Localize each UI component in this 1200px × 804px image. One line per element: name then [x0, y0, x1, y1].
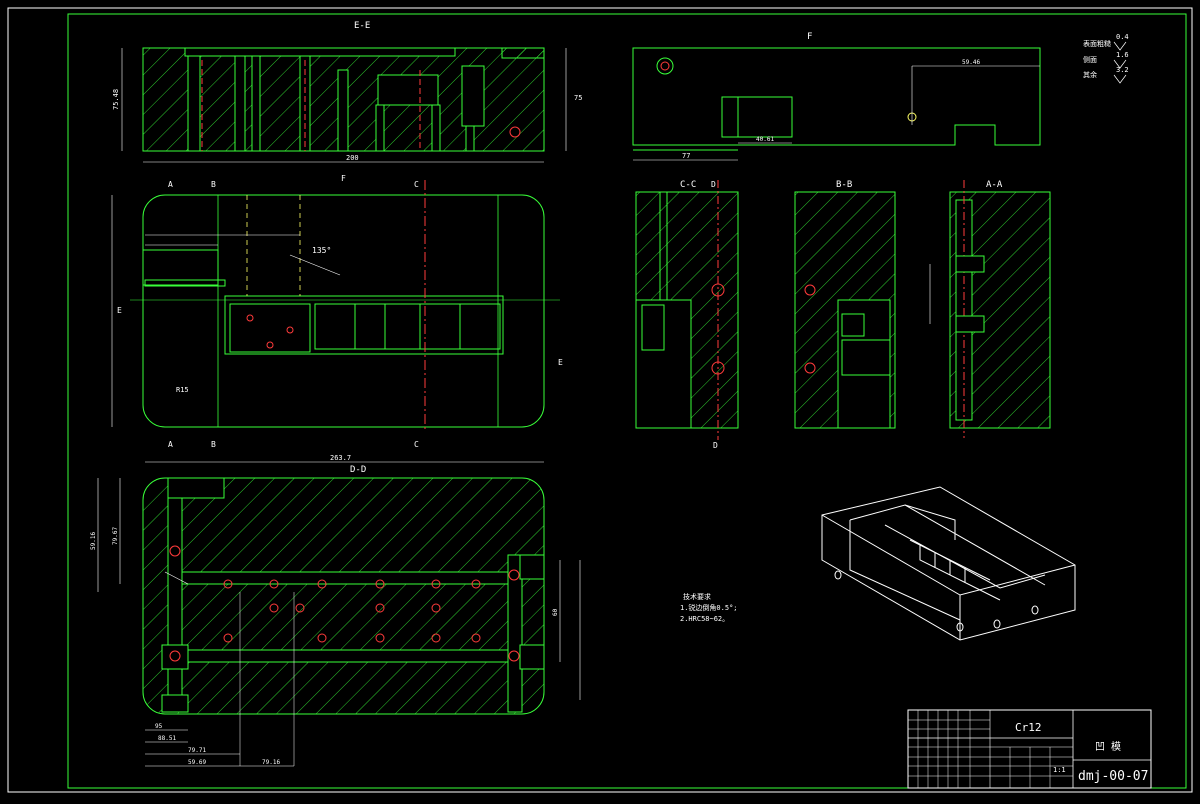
- section-dd-label: D-D: [350, 465, 366, 475]
- dim-f-b: 59.46: [962, 59, 980, 66]
- sheet-outer-border: [7, 7, 1193, 793]
- dim-dd-top: 263.7: [330, 454, 351, 462]
- title-scale: 1:1: [1053, 766, 1066, 774]
- section-ee-label: E-E: [354, 21, 370, 31]
- cut-letter-e-right: E: [558, 358, 563, 367]
- cut-letter-a-top: A: [168, 180, 173, 189]
- dim-dd-right-2: 60: [552, 608, 559, 616]
- dim-f-width: 77: [682, 152, 690, 160]
- dim-ee-right: 75: [574, 94, 582, 102]
- roughness-legend: 表面粗糙 0.4 侧面 1.6 其余 3.2: [1083, 33, 1129, 84]
- dim-dd-left-1: 59.16: [90, 532, 97, 550]
- title-drawing-number: dmj-00-07: [1078, 769, 1148, 784]
- cut-letter-a-bottom: A: [168, 440, 173, 449]
- notes-line-1: 1.锐边倒角0.5°;: [680, 603, 738, 612]
- dim-radius: R15: [176, 386, 189, 394]
- roughness-value-1: 0.4: [1116, 33, 1129, 41]
- dim-dd-bottom-3: 59.69: [188, 759, 206, 766]
- notes-line-2: 2.HRC58~62。: [680, 615, 729, 623]
- dim-dd-bottom-2: 79.71: [188, 747, 206, 754]
- section-f-label: F: [807, 32, 812, 42]
- title-part-name: 凹 模: [1095, 741, 1121, 753]
- section-bb-label: B-B: [836, 180, 852, 190]
- cut-letter-d-bottom: D: [713, 441, 718, 450]
- roughness-label-3: 其余: [1083, 70, 1097, 79]
- title-material: Cr12: [1015, 721, 1042, 734]
- dim-ee-bottom: 200: [346, 154, 359, 162]
- section-f-view: F 59.46 77 40.61: [632, 32, 1041, 161]
- sheet-inner-border: [67, 13, 1187, 789]
- dim-dd-bottom-1: 88.51: [158, 735, 176, 742]
- cut-letter-c-bottom: C: [414, 440, 419, 449]
- section-ee-view: E-E 75.48 75 200: [112, 21, 582, 163]
- dim-angle: 135°: [312, 246, 331, 255]
- dim-dd-bottom-4: 79.16: [262, 759, 280, 766]
- section-bb-view: B-B: [794, 180, 896, 429]
- section-aa-label: A-A: [986, 180, 1003, 190]
- section-aa-view: A-A: [929, 180, 1051, 438]
- plan-view: 135° R15 A B F C A B C E E: [111, 174, 563, 449]
- section-cc-view: C-C D D: [635, 180, 739, 450]
- dim-ee-height: 75.48: [112, 89, 120, 110]
- cut-letter-b-bottom: B: [211, 440, 216, 449]
- isometric-view: [821, 486, 1076, 641]
- technical-requirements: 技术要求 1.锐边倒角0.5°; 2.HRC58~62。: [680, 592, 738, 623]
- title-block: Cr12 凹 模 1:1 dmj-00-07: [907, 709, 1152, 789]
- section-dd-view: D-D 263.7 59.16 79.67 95: [90, 454, 581, 767]
- dim-f-a: 40.61: [756, 136, 774, 143]
- cut-letter-c-top: C: [414, 180, 419, 189]
- cut-letter-d-top: D: [711, 180, 716, 189]
- notes-title: 技术要求: [683, 592, 711, 601]
- cut-letter-f-top: F: [341, 174, 346, 183]
- roughness-label-1: 表面粗糙: [1083, 39, 1111, 48]
- section-cc-label: C-C: [680, 180, 696, 190]
- roughness-label-2: 侧面: [1083, 55, 1097, 64]
- dim-dd-right: 95: [155, 723, 163, 730]
- dim-dd-left-2: 79.67: [112, 527, 119, 545]
- cut-letter-b-top: B: [211, 180, 216, 189]
- cut-letter-e-left: E: [117, 306, 122, 315]
- roughness-value-2: 1.6: [1116, 51, 1129, 59]
- roughness-value-3: 3.2: [1116, 66, 1129, 74]
